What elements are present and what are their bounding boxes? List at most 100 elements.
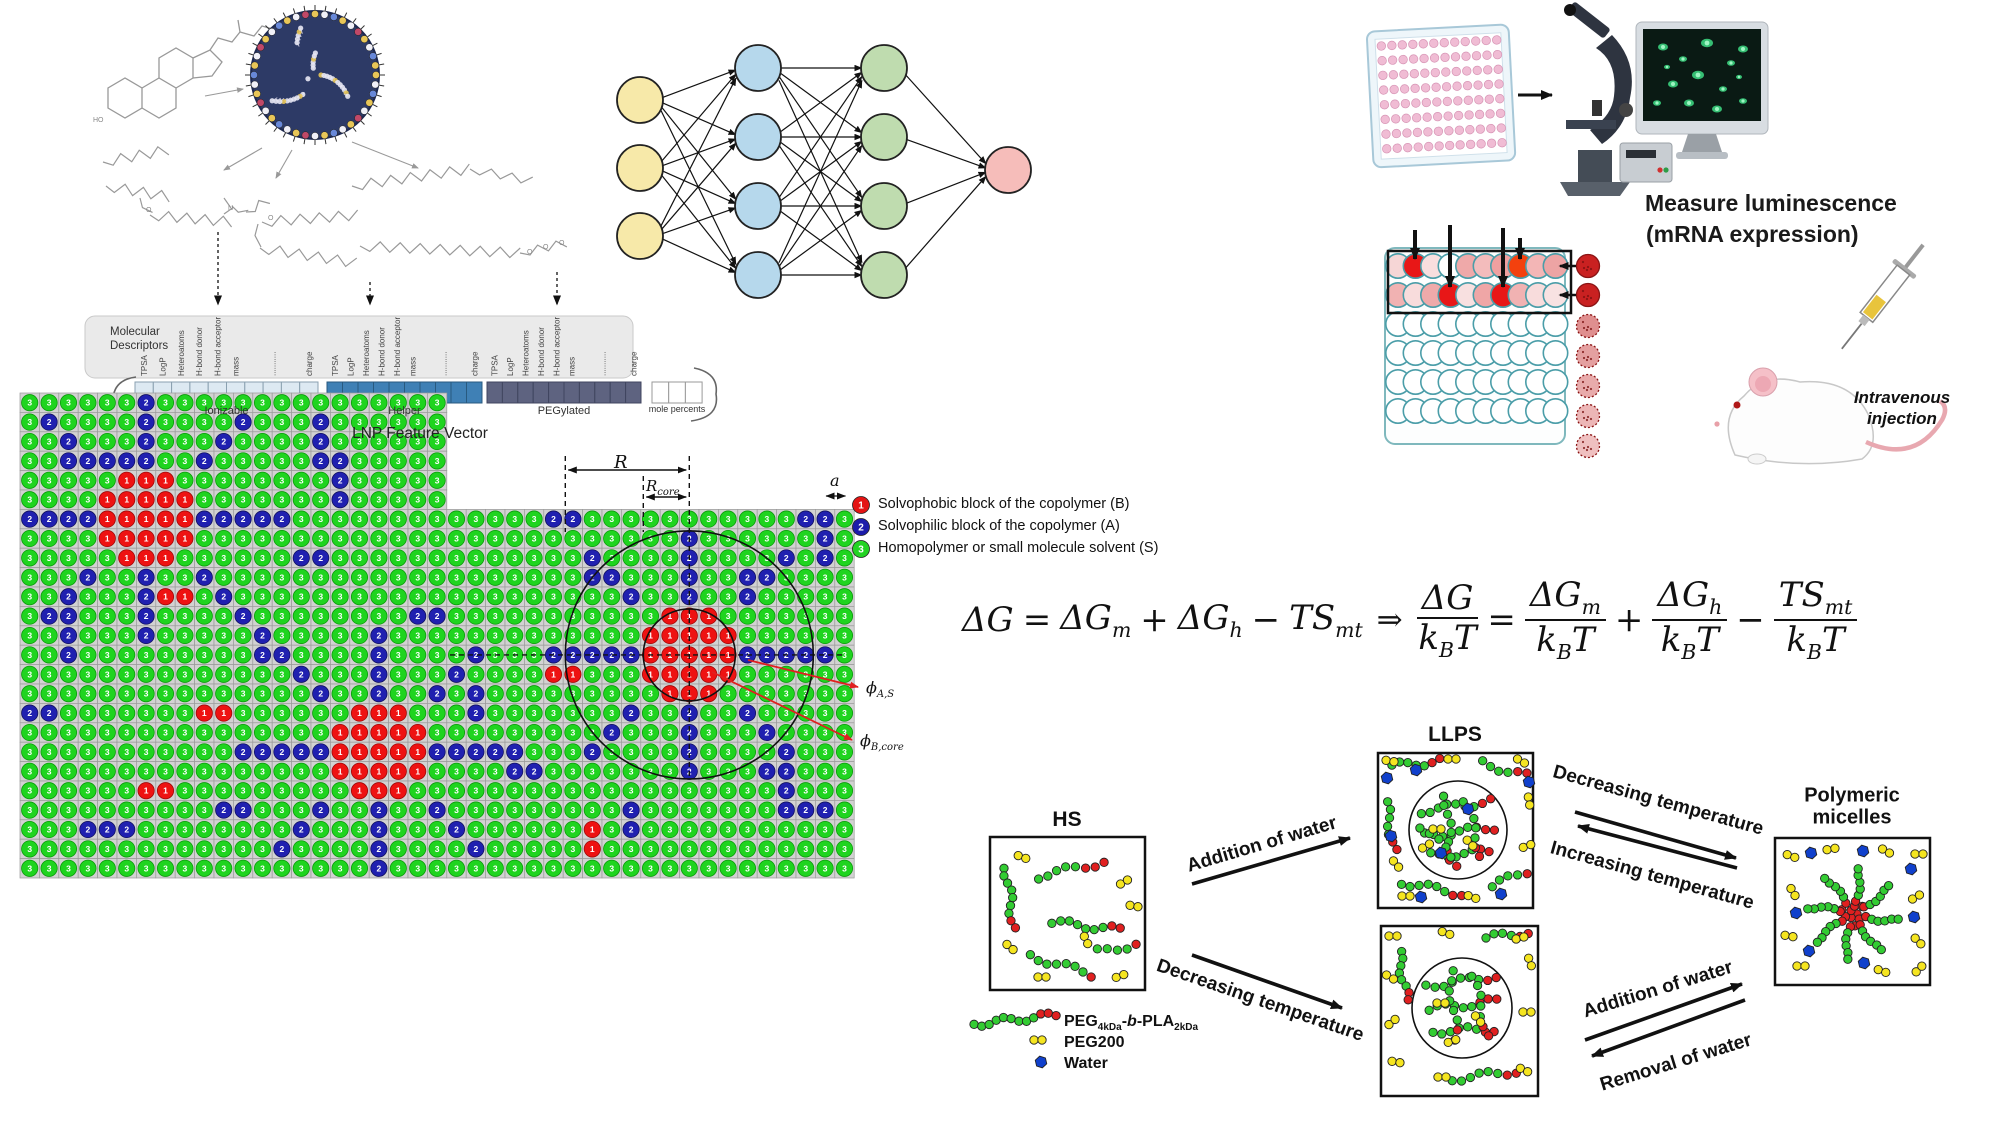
well: [1413, 142, 1423, 152]
bead: [1893, 914, 1903, 924]
svg-text:3: 3: [260, 689, 265, 699]
svg-text:3: 3: [765, 592, 770, 602]
nn-edge: [778, 144, 863, 268]
svg-text:3: 3: [183, 728, 188, 738]
svg-text:3: 3: [784, 669, 789, 679]
bead: [1424, 839, 1435, 849]
svg-text:3: 3: [493, 863, 498, 873]
svg-text:2: 2: [280, 747, 285, 757]
bead: [1822, 845, 1832, 855]
bead: [1876, 944, 1886, 955]
svg-text:3: 3: [124, 805, 129, 815]
bead: [1434, 834, 1444, 844]
svg-text:2: 2: [377, 863, 382, 873]
lattice-legend-label: Solvophilic block of the copolymer (A): [878, 518, 1120, 534]
svg-text:3: 3: [183, 650, 188, 660]
well: [1411, 98, 1421, 108]
lipid-head: [372, 71, 380, 79]
svg-text:3: 3: [396, 572, 401, 582]
svg-text:3: 3: [241, 786, 246, 796]
svg-text:3: 3: [493, 514, 498, 524]
svg-text:3: 3: [221, 650, 226, 660]
svg-text:3: 3: [27, 689, 32, 699]
svg-text:3: 3: [124, 786, 129, 796]
well: [1441, 82, 1452, 92]
svg-text:2: 2: [377, 825, 382, 835]
svg-text:3: 3: [260, 863, 265, 873]
svg-text:3: 3: [221, 631, 226, 641]
nn-node-layer1: [734, 113, 782, 161]
svg-text:3: 3: [551, 572, 556, 582]
well: [1391, 114, 1401, 124]
lipid-head: [320, 131, 329, 140]
bead: [1423, 879, 1433, 889]
bead: [1395, 1058, 1405, 1068]
svg-text:3: 3: [47, 825, 52, 835]
svg-text:1: 1: [144, 786, 149, 796]
lipid-head: [365, 43, 374, 52]
svg-text:3: 3: [241, 728, 246, 738]
svg-text:3: 3: [27, 572, 32, 582]
svg-text:3: 3: [338, 825, 343, 835]
bead: [1480, 824, 1491, 835]
svg-text:3: 3: [318, 786, 323, 796]
svg-text:3: 3: [706, 766, 711, 776]
svg-text:3: 3: [842, 747, 847, 757]
well: [1389, 84, 1399, 95]
svg-text:3: 3: [105, 572, 110, 582]
svg-text:3: 3: [842, 631, 847, 641]
svg-text:3: 3: [803, 631, 808, 641]
svg-text:3: 3: [338, 669, 343, 679]
svg-text:2: 2: [260, 514, 265, 524]
svg-text:3: 3: [571, 863, 576, 873]
svg-text:2: 2: [338, 456, 343, 466]
svg-text:3: 3: [105, 786, 110, 796]
svg-text:3: 3: [357, 805, 362, 815]
svg-text:3: 3: [415, 553, 420, 563]
lattice-legend-label: Solvophobic block of the copolymer (B): [878, 496, 1130, 512]
svg-text:3: 3: [183, 669, 188, 679]
svg-text:3: 3: [163, 631, 168, 641]
svg-text:3: 3: [66, 475, 71, 485]
svg-text:2: 2: [454, 747, 459, 757]
bead: [1511, 934, 1521, 944]
svg-text:3: 3: [474, 805, 479, 815]
feature-cell: [501, 381, 519, 404]
svg-text:3: 3: [105, 863, 110, 873]
bead: [1397, 891, 1407, 901]
svg-text:2: 2: [590, 747, 595, 757]
svg-text:2: 2: [454, 825, 459, 835]
well: [1453, 110, 1464, 121]
well: [1542, 339, 1569, 366]
svg-text:1: 1: [706, 669, 711, 679]
svg-text:3: 3: [435, 669, 440, 679]
svg-text:3: 3: [27, 825, 32, 835]
molecular-descriptors-label-2: Descriptors: [110, 340, 169, 352]
svg-text:3: 3: [435, 708, 440, 718]
well: [1388, 70, 1399, 80]
svg-text:3: 3: [105, 805, 110, 815]
svg-text:2: 2: [532, 766, 537, 776]
svg-text:3: 3: [47, 456, 52, 466]
svg-text:3: 3: [163, 669, 168, 679]
bead: [1483, 975, 1493, 986]
svg-text:3: 3: [435, 592, 440, 602]
svg-text:3: 3: [260, 534, 265, 544]
svg-text:3: 3: [571, 631, 576, 641]
svg-text:3: 3: [318, 708, 323, 718]
descriptor-label: H-bond donor: [195, 327, 204, 376]
svg-text:3: 3: [163, 611, 168, 621]
svg-text:3: 3: [280, 825, 285, 835]
bead: [1089, 924, 1099, 935]
svg-text:3: 3: [823, 825, 828, 835]
svg-text:2: 2: [858, 523, 864, 534]
svg-text:2: 2: [318, 689, 323, 699]
well: [1377, 56, 1387, 66]
lipid-head: [330, 13, 338, 21]
well: [1474, 109, 1485, 120]
svg-text:3: 3: [745, 631, 750, 641]
svg-text:3: 3: [86, 766, 91, 776]
bead: [1090, 862, 1100, 872]
bead: [1917, 961, 1927, 971]
lipid-head: [301, 131, 310, 140]
